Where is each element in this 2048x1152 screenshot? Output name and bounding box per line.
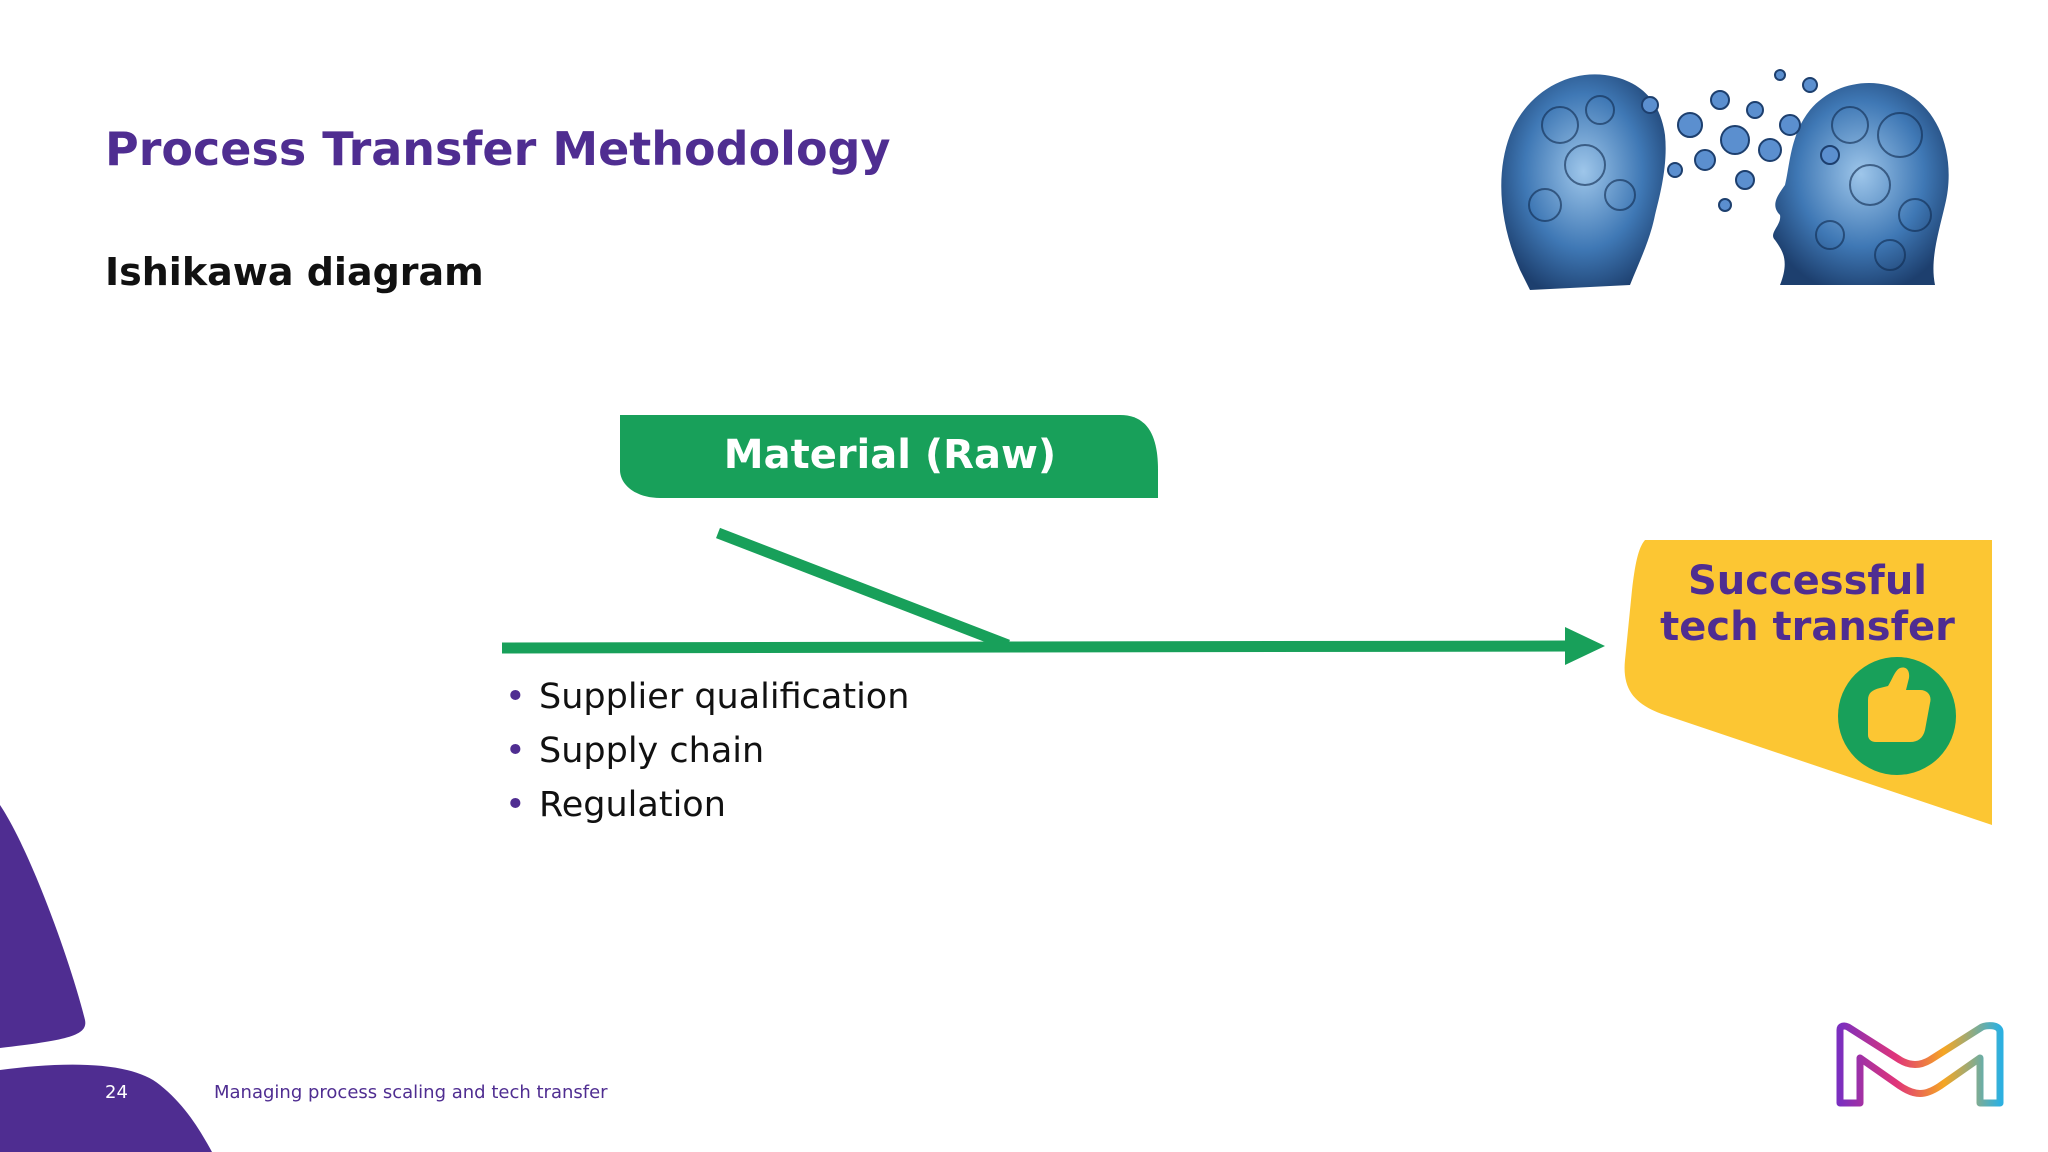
purple-blob-upper <box>0 805 86 1048</box>
page-title: Process Transfer Methodology <box>105 122 891 176</box>
bullet: • <box>505 785 526 825</box>
section-subtitle: Ishikawa diagram <box>105 250 484 294</box>
list-item: • Supplier qualification <box>505 670 909 724</box>
gear-heads-illustration <box>1501 69 1949 290</box>
flying-gears-icon <box>1641 69 1840 212</box>
thumbs-up-icon <box>1838 657 1956 775</box>
purple-blob-lower <box>0 1064 212 1152</box>
cause-text: Supply chain <box>539 731 765 771</box>
list-item: • Supply chain <box>505 724 909 778</box>
cause-text: Supplier qualification <box>539 677 910 717</box>
bullet: • <box>505 731 526 771</box>
effect-label: Successful tech transfer <box>1630 558 1985 650</box>
bullet: • <box>505 677 526 717</box>
head-gears-icon <box>1528 95 1932 271</box>
logo-m-shape <box>1836 1022 2004 1107</box>
cause-category-label: Material (Raw) <box>723 432 1057 478</box>
page-number: 24 <box>105 1082 128 1103</box>
cause-list: • Supplier qualification • Supply chain • R… <box>505 670 909 832</box>
spine-arrowhead <box>1565 627 1605 665</box>
cause-category-box <box>620 415 1158 498</box>
spine-line <box>501 640 1571 654</box>
cause-rib <box>716 527 1010 651</box>
effect-label-line2: tech transfer <box>1660 604 1955 650</box>
company-logo <box>1836 1022 2004 1107</box>
cause-text: Regulation <box>539 785 726 825</box>
footer-text: Managing process scaling and tech transf… <box>214 1082 608 1103</box>
list-item: • Regulation <box>505 778 909 832</box>
effect-label-line1: Successful <box>1687 558 1928 604</box>
